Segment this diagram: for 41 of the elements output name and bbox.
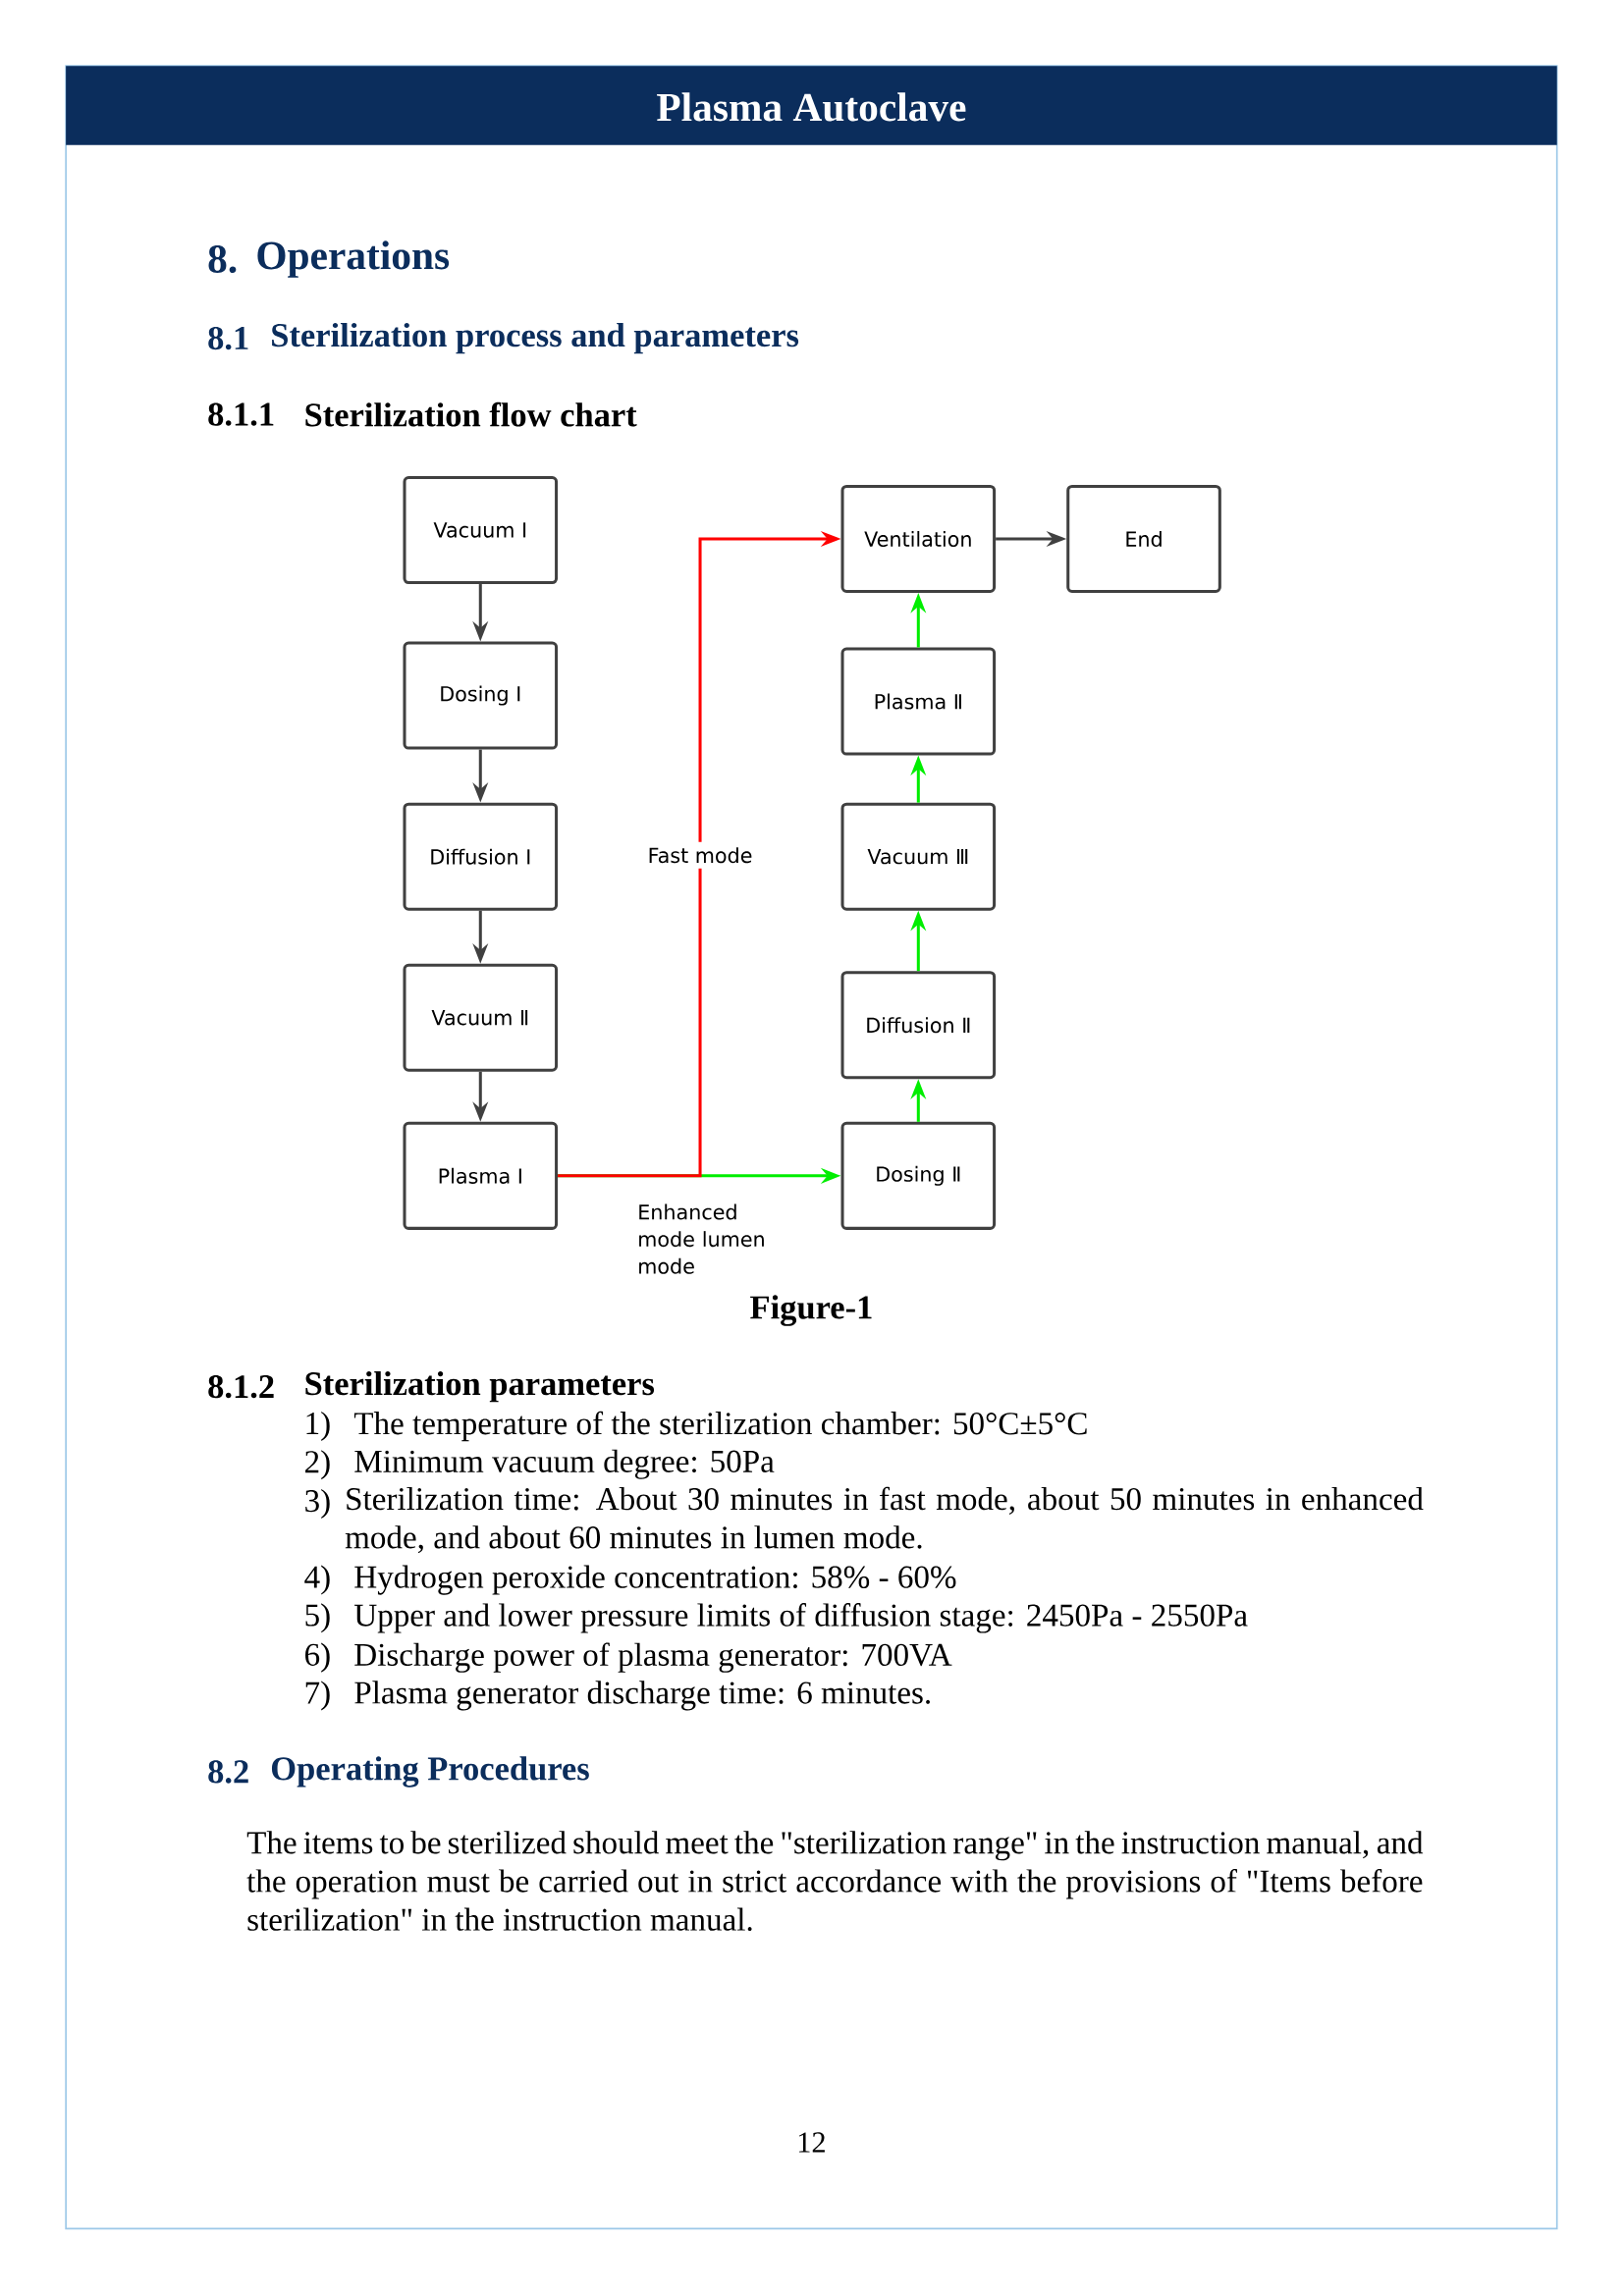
process-box: Vacuum Ⅲ (840, 802, 996, 911)
process-box: Plasma Ⅰ (403, 1121, 558, 1230)
section-heading: Operations (257, 240, 449, 278)
list-item: Minimum vacuum degree: 50Pa (354, 1449, 775, 1479)
edge-label: Fast mode (641, 841, 758, 869)
list-item: The temperature of the sterilization chamber: 50°C±5°C (353, 1411, 1087, 1442)
section-number: 8. (208, 245, 237, 274)
section-number: 8.1 (208, 326, 248, 350)
process-box: Diffusion Ⅰ (403, 802, 558, 911)
process-box: Dosing Ⅰ (403, 641, 558, 750)
list-item: Upper and lower pressure limits of diffusion stage: 2450Pa - 2550Pa (353, 1603, 1248, 1633)
process-box: Vacuum Ⅰ (403, 476, 558, 585)
process-box: End (1066, 484, 1221, 593)
list-item: Hydrogen peroxide concentration: 58% - 60% (354, 1565, 956, 1595)
list-item: Plasma generator discharge time: 6 minutes. (354, 1681, 930, 1711)
section-number: 8.1.1 (208, 402, 274, 426)
section-heading: Sterilization flow chart (305, 401, 637, 427)
section-heading: Sterilization parameters (305, 1371, 654, 1403)
list-item: Discharge power of plasma generator: 700VA (354, 1642, 952, 1673)
figure-caption: Figure-1 (749, 1295, 872, 1326)
section-number: 8.1.2 (208, 1374, 274, 1399)
section-heading: Operating Procedures (271, 1756, 589, 1788)
list-number: 1) (306, 1411, 330, 1441)
process-box: Vacuum Ⅱ (403, 963, 558, 1072)
process-box: Ventilation (840, 484, 996, 593)
process-box: Dosing Ⅱ (840, 1121, 996, 1230)
paragraph: The items to be sterilized should meet the "sterilization range" in the instruction manual, and the operation must be carried out in strict accordance with the provisions of "Items before sterilization" in the instruction manual. (246, 1831, 1424, 1931)
list-number: 3) (305, 1489, 330, 1519)
list-number: 6) (304, 1642, 330, 1673)
list-number: 4) (304, 1565, 330, 1595)
section-number: 8.2 (208, 1760, 248, 1784)
process-box: Plasma Ⅱ (840, 647, 996, 756)
header-band: Plasma Autoclave (66, 66, 1557, 145)
list-number: 5) (305, 1603, 330, 1633)
page-number: 12 (798, 2132, 825, 2153)
process-box: Diffusion Ⅱ (840, 971, 996, 1080)
edge-label: Enhanced mode lumen mode (638, 1203, 764, 1274)
list-number: 2) (304, 1450, 330, 1480)
list-item: Sterilization time: About 30 minutes in fast mode, about 50 minutes in enhanced mode, and about 60 minutes in lumen mode. (345, 1486, 1424, 1554)
section-heading: Sterilization process and parameters (271, 322, 798, 354)
list-number: 7) (305, 1681, 330, 1711)
